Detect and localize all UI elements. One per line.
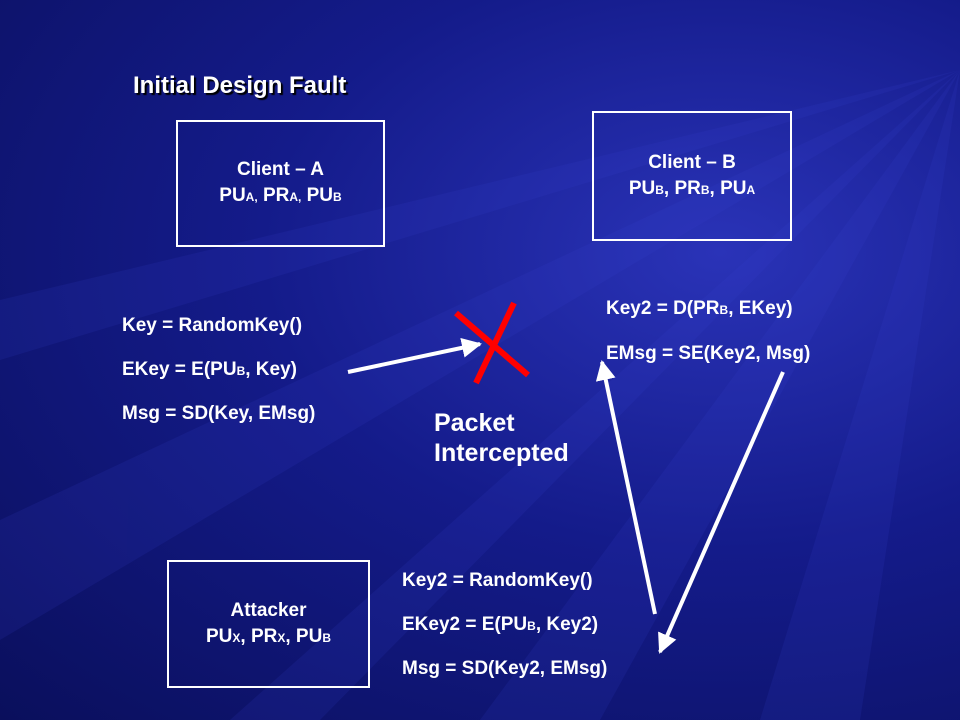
step-text: EKey = E(PU	[122, 359, 237, 380]
key-label: , PU	[709, 177, 747, 199]
step-text: , EKey)	[728, 298, 793, 319]
client-a-step-ekey: EKey = E(PUB, Key)	[122, 359, 297, 382]
step-text: , Key2)	[535, 614, 599, 635]
key-label: , PR	[240, 625, 278, 647]
key-subscript: A,	[245, 190, 258, 204]
attacker-box: Attacker PUX, PRX, PUB	[167, 560, 370, 688]
step-subscript: B	[527, 619, 536, 633]
key-subscript: B	[333, 190, 342, 204]
key-subscript: X	[232, 630, 241, 645]
key-label: PU	[219, 185, 246, 206]
key-subscript: X	[277, 630, 286, 645]
client-b-box: Client – B PUB, PRB, PUA	[592, 111, 792, 241]
key-label: PU	[301, 185, 334, 206]
key-subscript: B	[322, 630, 331, 645]
intercept-line-2: Intercepted	[434, 439, 569, 467]
step-subscript: B	[236, 364, 246, 378]
step-text: EKey2 = E(PU	[402, 614, 528, 635]
intercept-cross-icon	[454, 301, 530, 385]
arrow-attacker-to-b	[595, 360, 657, 615]
client-b-keys: PUB, PRB, PUA	[629, 176, 755, 203]
step-subscript: B	[719, 303, 729, 317]
attacker-step-ekey2: EKey2 = E(PUB, Key2)	[402, 614, 598, 637]
client-b-step-key2: Key2 = D(PRB, EKey)	[606, 298, 793, 321]
client-a-step-key: Key = RandomKey()	[122, 315, 303, 336]
key-subscript: A	[746, 182, 756, 197]
key-label: , PR	[663, 177, 701, 199]
attacker-step-key2: Key2 = RandomKey()	[402, 570, 593, 591]
key-label: , PU	[285, 625, 323, 647]
key-label: PR	[257, 185, 290, 206]
intercept-line-1: Packet	[434, 409, 515, 437]
page-title: Initial Design Fault	[133, 72, 347, 99]
client-a-keys: PUA, PRA, PUB	[219, 183, 341, 210]
packet-intercepted-label: Packet Intercepted	[434, 408, 569, 468]
client-a-step-msg: Msg = SD(Key, EMsg)	[122, 403, 316, 424]
key-label: PU	[205, 625, 233, 647]
client-b-step-emsg: EMsg = SE(Key2, Msg)	[606, 343, 811, 364]
arrow-a-to-intercept	[347, 337, 482, 374]
attacker-step-msg: Msg = SD(Key2, EMsg)	[402, 658, 608, 679]
arrow-b-to-attacker	[658, 371, 785, 654]
attacker-name: Attacker	[230, 599, 307, 621]
key-subscript: B	[655, 182, 664, 197]
key-subscript: A,	[289, 190, 302, 204]
client-a-box: Client – A PUA, PRA, PUB	[176, 120, 385, 247]
attacker-keys: PUX, PRX, PUB	[206, 624, 331, 651]
key-subscript: B	[700, 182, 710, 197]
step-text: , Key)	[245, 359, 297, 380]
client-b-name: Client – B	[648, 151, 736, 173]
key-label: PU	[628, 177, 656, 199]
step-text: Key2 = D(PR	[606, 298, 720, 319]
client-a-name: Client – A	[237, 159, 324, 180]
